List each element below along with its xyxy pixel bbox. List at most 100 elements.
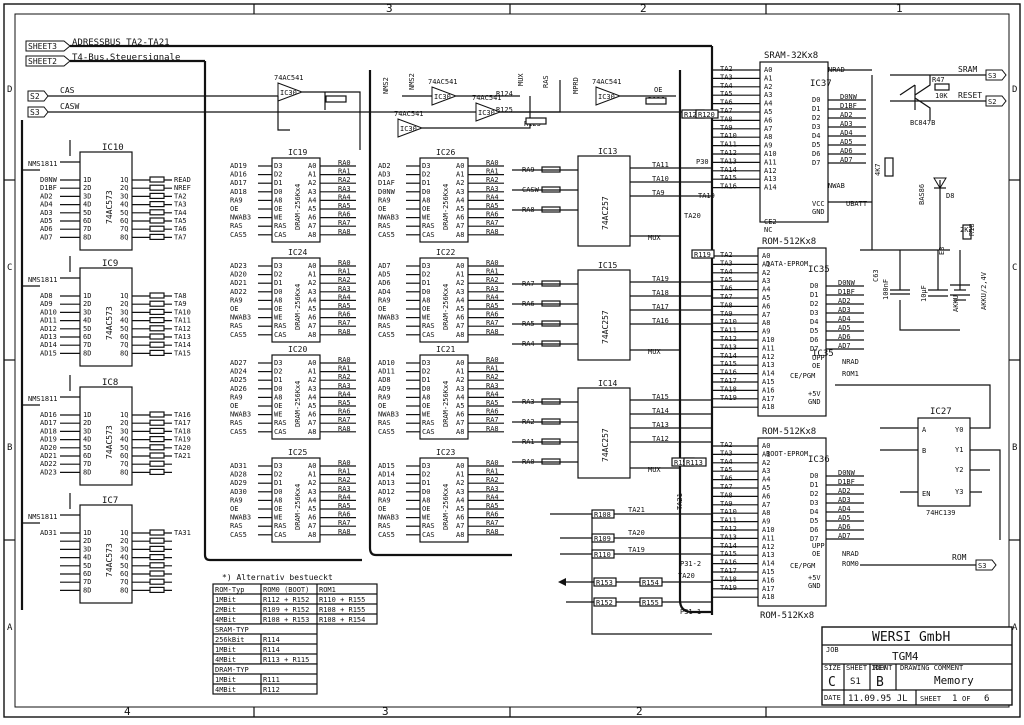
latch-pin: 7D: [83, 460, 91, 468]
buffer-type: 74AC541: [472, 94, 502, 102]
dram-pin: A5: [308, 305, 316, 313]
mem-data-net: D0NW: [838, 279, 856, 287]
mem-data-net: D0NW: [838, 469, 856, 477]
zone-left-B: B: [7, 443, 12, 453]
dram-bus-left: [203, 70, 362, 562]
zone-left-C: C: [7, 263, 12, 273]
sheet3-connector[interactable]: SHEET3: [25, 40, 71, 52]
mem-ta: TA15: [720, 360, 737, 368]
latch-in: AD13: [40, 333, 57, 341]
dram-pin: A1: [308, 471, 316, 479]
mux-out: TA11: [652, 161, 669, 169]
dram-pin: D0: [274, 385, 282, 393]
mem-data-net: AD2: [838, 487, 851, 495]
latch-pin: 3D: [83, 427, 91, 435]
sheet-label: SHEET: [920, 695, 942, 703]
mem-data-net: AD4: [838, 315, 851, 323]
zone-left-D: D: [7, 85, 12, 95]
dram-pin: CAS: [274, 231, 287, 239]
dram-out: RA6: [338, 211, 351, 219]
mem-pin: A10: [762, 336, 775, 344]
mem-pin: A2: [762, 459, 770, 467]
dram-out: RA0: [338, 459, 351, 467]
mem-data-pin: D0: [812, 96, 820, 104]
sheet-no: 1: [952, 694, 957, 704]
dram-in: OE: [230, 305, 238, 313]
reset-out-connector[interactable]: S2: [985, 95, 1007, 107]
zone-top-3: 3: [386, 2, 393, 15]
mem-data-pin: D7: [810, 535, 818, 543]
rev-value: B: [876, 675, 884, 690]
mem-data-pin: D6: [810, 526, 818, 534]
dram-pin: OE: [274, 505, 282, 513]
latch-body: [79, 151, 133, 251]
select-resistor: [683, 457, 707, 467]
s2-cas-connector[interactable]: S2: [27, 90, 49, 102]
latch-out-res: [149, 578, 165, 585]
ic27-decoder: IC27 A B EN Y0 Y1 Y2 Y3 74HC139: [835, 384, 1001, 540]
latch-pin: 7Q: [120, 578, 128, 586]
latch-out-res: [149, 452, 165, 459]
mem-ta: TA5: [720, 466, 733, 474]
select-resistor-label: R108: [594, 511, 611, 519]
sheet2-connector[interactable]: SHEET2: [25, 55, 71, 67]
mem-pin: A16: [762, 576, 775, 584]
dram-in: NWAB3: [378, 214, 399, 222]
table-cell: R108 + R154: [319, 616, 365, 624]
latch-out: TA31: [174, 529, 191, 537]
res-net: TA21: [628, 506, 645, 514]
latch-pin: 4D: [83, 436, 91, 444]
res-wires: [550, 513, 712, 635]
mem-pin: A3: [764, 91, 772, 99]
comment-label: DRAWING COMMENT: [900, 664, 964, 672]
mem-data-pin: D6: [810, 336, 818, 344]
latch-type: 74AC573: [105, 306, 114, 340]
dram-out: RA8: [486, 328, 499, 336]
mem-data-net: AD7: [840, 156, 853, 164]
res-net: TA20: [678, 572, 695, 580]
latch-pin: 5D: [83, 325, 91, 333]
sram-out-connector[interactable]: S3: [985, 69, 1007, 81]
latch-pin: 8D: [83, 586, 91, 594]
dram-pin: D3: [422, 462, 430, 470]
mem-data-net: AD7: [838, 342, 851, 350]
svg-text:S3: S3: [30, 108, 40, 117]
dram-out: RA4: [338, 193, 351, 201]
dram-out: RA4: [338, 390, 351, 398]
mem-ta: TA6: [720, 285, 733, 293]
dram-pin: OE: [274, 402, 282, 410]
rom-ctl: OE: [812, 362, 820, 370]
svg-text:SHEET3: SHEET3: [28, 42, 57, 51]
latch-out-res: [149, 537, 165, 544]
dram-pin: A8: [274, 393, 282, 401]
mem-pin: A11: [764, 158, 777, 166]
latch-ctl: [60, 493, 80, 516]
dram-in: OE: [378, 402, 386, 410]
dram-pin: A1: [456, 368, 464, 376]
dram-out: RA8: [338, 228, 351, 236]
dram-pin: D2: [274, 171, 282, 179]
res-net: TA19: [628, 546, 645, 554]
dram-pin: A6: [456, 411, 464, 419]
dram-pin: A7: [308, 322, 316, 330]
dram-type: DRAM-256Kx4: [442, 284, 450, 330]
dram-pin: A5: [308, 505, 316, 513]
latch-in: AD3: [40, 209, 53, 217]
latch-out: TA9: [174, 300, 187, 308]
dram-in: CAS5: [230, 331, 247, 339]
mux-label: MUX: [648, 348, 661, 356]
mem-name: IC37: [810, 79, 832, 89]
latch-out-res: [149, 553, 165, 561]
latch-out: TA15: [174, 349, 191, 357]
mem-pin: A9: [764, 142, 772, 150]
s3-casw-connector[interactable]: S3: [27, 106, 49, 118]
latch-out: TA14: [174, 341, 191, 349]
dram-pin: A0: [456, 462, 464, 470]
rom-out-connector[interactable]: S3: [975, 559, 997, 571]
latch-in: D1BF: [40, 184, 57, 192]
